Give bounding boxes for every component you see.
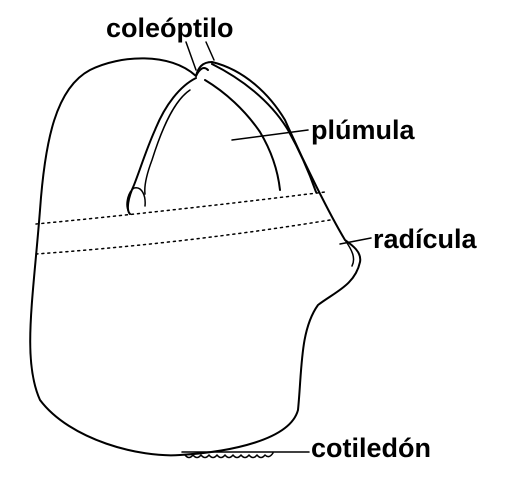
leader-radicula <box>339 237 372 245</box>
leader-coleoptilo-right <box>205 41 215 61</box>
cotyledon-scallops <box>184 452 274 459</box>
label-plumula: plúmula <box>311 115 415 145</box>
coleoptile-sheath-left <box>126 77 197 215</box>
coleoptile-sheath-right <box>204 79 281 191</box>
seed-outline <box>29 57 362 457</box>
leader-coleoptilo <box>185 41 197 71</box>
label-cotiledon: cotiledón <box>311 433 431 463</box>
label-coleoptilo: coleóptilo <box>106 13 234 43</box>
plumule-base-loop <box>126 187 146 215</box>
leader-plumula <box>231 129 309 141</box>
dotted-line-upper <box>35 191 326 225</box>
label-radicula: radícula <box>373 224 477 254</box>
coleoptile-crease <box>195 67 209 77</box>
coleoptile-sheath-left-inner <box>144 89 191 195</box>
dotted-line-lower <box>35 219 331 255</box>
coleoptile-sheath-right-outer <box>211 63 317 193</box>
